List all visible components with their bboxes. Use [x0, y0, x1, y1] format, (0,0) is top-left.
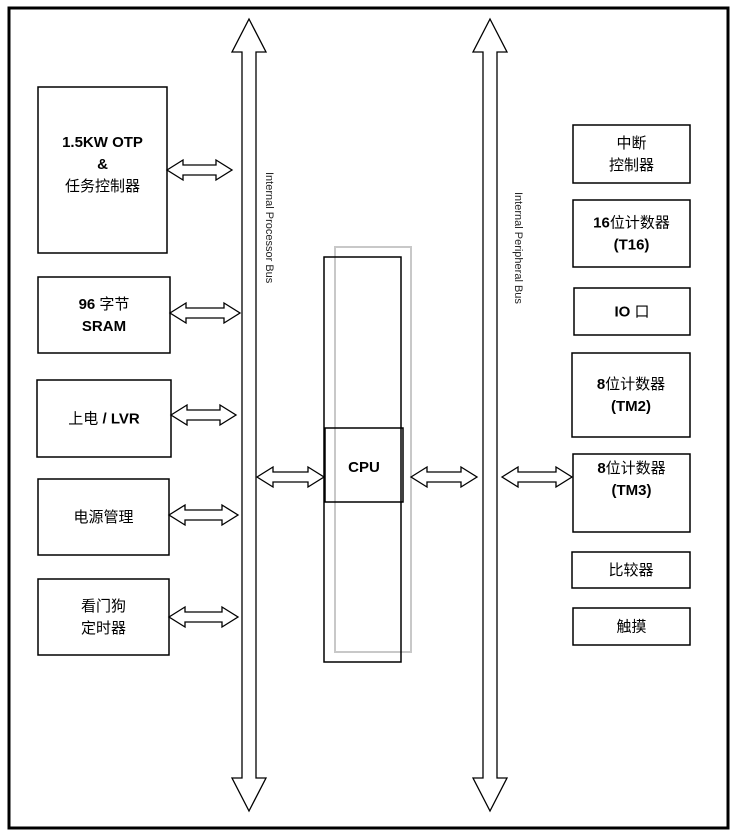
block-touch-line: 触摸 — [616, 618, 646, 636]
block-comparator: 比较器 — [571, 551, 691, 589]
block-interrupt-frame — [572, 124, 691, 184]
block-io: IO 口 — [573, 287, 691, 336]
block-otp-line: 任务控制器 — [65, 177, 140, 195]
block-wdt-line: 定时器 — [81, 619, 126, 637]
bidirectional-arrow-lvr — [169, 403, 238, 427]
cpu-core-frame — [323, 256, 402, 663]
block-io-line: IO 口 — [614, 303, 649, 321]
cpu-box — [324, 427, 404, 503]
block-tm3-frame — [572, 453, 691, 533]
block-otp-line: & — [97, 156, 108, 173]
cpu-shadow-frame — [334, 246, 412, 653]
text-span: 96 — [79, 296, 100, 313]
block-tm2-line: 8位计数器 — [597, 375, 665, 393]
text-span: 位计数器 — [605, 375, 665, 393]
block-power-frame — [37, 478, 170, 556]
bidirectional-arrow-cpu-r — [409, 465, 479, 489]
block-lvr-line: 上电 / LVR — [68, 410, 140, 428]
peripheral-bus-arrow — [471, 17, 509, 813]
block-comparator-frame — [571, 551, 691, 589]
text-span: 位计数器 — [606, 459, 666, 477]
block-t16-frame — [572, 199, 691, 268]
processor-bus-label: Internal Processor Bus — [263, 172, 275, 284]
bidirectional-arrow-wdt — [167, 605, 240, 629]
peripheral-bus-label: Internal Peripheral Bus — [512, 192, 524, 304]
bidirectional-arrow-sram — [168, 301, 242, 325]
blocks-layer: 1.5KW OTP & 任务控制器 96 字节 SRAM 上电 / LVR 电源管理看门狗定… — [36, 86, 691, 656]
text-span: 16 — [593, 215, 610, 232]
block-sram: 96 字节 SRAM — [37, 276, 171, 354]
cpu-label: CPU — [348, 459, 380, 476]
block-otp-frame — [37, 86, 168, 254]
block-tm2: 8位计数器 (TM2) — [571, 352, 691, 438]
bidirectional-arrow-otp — [165, 158, 234, 182]
block-tm3-line: 8位计数器 — [597, 459, 665, 477]
block-io-frame — [573, 287, 691, 336]
block-sram-frame — [37, 276, 171, 354]
processor-bus-arrow — [230, 17, 268, 813]
text-span: / LVR — [98, 411, 140, 428]
peripheral-bus: Internal Peripheral Bus — [471, 17, 524, 813]
block-sram-line: SRAM — [82, 318, 126, 335]
text-span: 8 — [597, 460, 605, 477]
text-span: 位计数器 — [610, 214, 670, 232]
bidirectional-arrow-cpu-l — [255, 465, 326, 489]
text-span: 字节 — [99, 295, 129, 313]
block-wdt-frame — [37, 578, 170, 656]
block-power-line: 电源管理 — [73, 508, 133, 526]
block-t16-line: 16位计数器 — [593, 214, 670, 232]
block-otp-line: 1.5KW OTP — [62, 134, 143, 151]
block-lvr: 上电 / LVR — [36, 379, 172, 458]
block-interrupt-line: 中断 — [616, 134, 646, 152]
text-span: 上电 — [68, 410, 98, 428]
block-touch: 触摸 — [572, 607, 691, 646]
block-tm3-line: (TM3) — [612, 482, 652, 499]
block-tm2-line: (TM2) — [611, 398, 651, 415]
block-tm2-frame — [571, 352, 691, 438]
text-span: 8 — [597, 376, 605, 393]
block-interrupt-line: 控制器 — [609, 156, 654, 174]
block-comparator-line: 比较器 — [608, 561, 653, 579]
block-tm3: 8位计数器 (TM3) — [572, 453, 691, 533]
block-wdt-line: 看门狗 — [81, 597, 126, 615]
block-t16: 16位计数器 (T16) — [572, 199, 691, 268]
block-touch-frame — [572, 607, 691, 646]
block-sram-line: 96 字节 — [79, 295, 130, 313]
cpu-block: CPU — [323, 246, 412, 663]
text-span: IO — [614, 304, 634, 321]
arrows-layer — [165, 158, 574, 629]
bidirectional-arrow-tm3 — [500, 465, 574, 489]
block-t16-line: (T16) — [614, 237, 650, 254]
block-lvr-frame — [36, 379, 172, 458]
text-span: 口 — [635, 303, 650, 321]
block-power: 电源管理 — [37, 478, 170, 556]
block-otp: 1.5KW OTP & 任务控制器 — [37, 86, 168, 254]
processor-bus: Internal Processor Bus — [230, 17, 275, 813]
bidirectional-arrow-power — [167, 503, 240, 527]
